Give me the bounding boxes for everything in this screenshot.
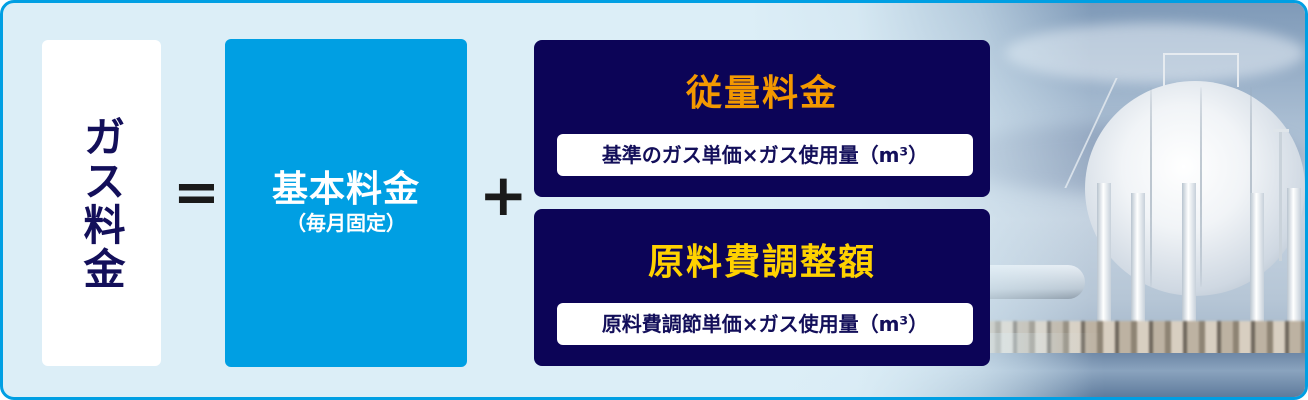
fuel-adjustment-formula: 原料費調節単価×ガス使用量（m³） [557, 303, 973, 345]
basic-charge-box: 基本料金 （毎月固定） [225, 39, 467, 367]
gas-charge-label: ガス料金 [77, 115, 126, 291]
fuel-adjustment-box: 原料費調整額 原料費調節単価×ガス使用量（m³） [534, 209, 990, 366]
plus-sign: + [479, 161, 528, 229]
basic-charge-title: 基本料金 [271, 169, 420, 210]
gas-charge-label-box: ガス料金 [42, 40, 161, 366]
gas-tank-photo [745, 3, 1305, 397]
equals-sign: = [173, 160, 220, 225]
fuel-adjustment-title: 原料費調整額 [647, 242, 876, 283]
usage-charge-formula: 基準のガス単価×ガス使用量（m³） [557, 134, 973, 176]
basic-charge-subtitle: （毎月固定） [286, 211, 406, 235]
usage-charge-box: 従量料金 基準のガス単価×ガス使用量（m³） [534, 40, 990, 197]
usage-charge-title: 従量料金 [685, 73, 838, 114]
